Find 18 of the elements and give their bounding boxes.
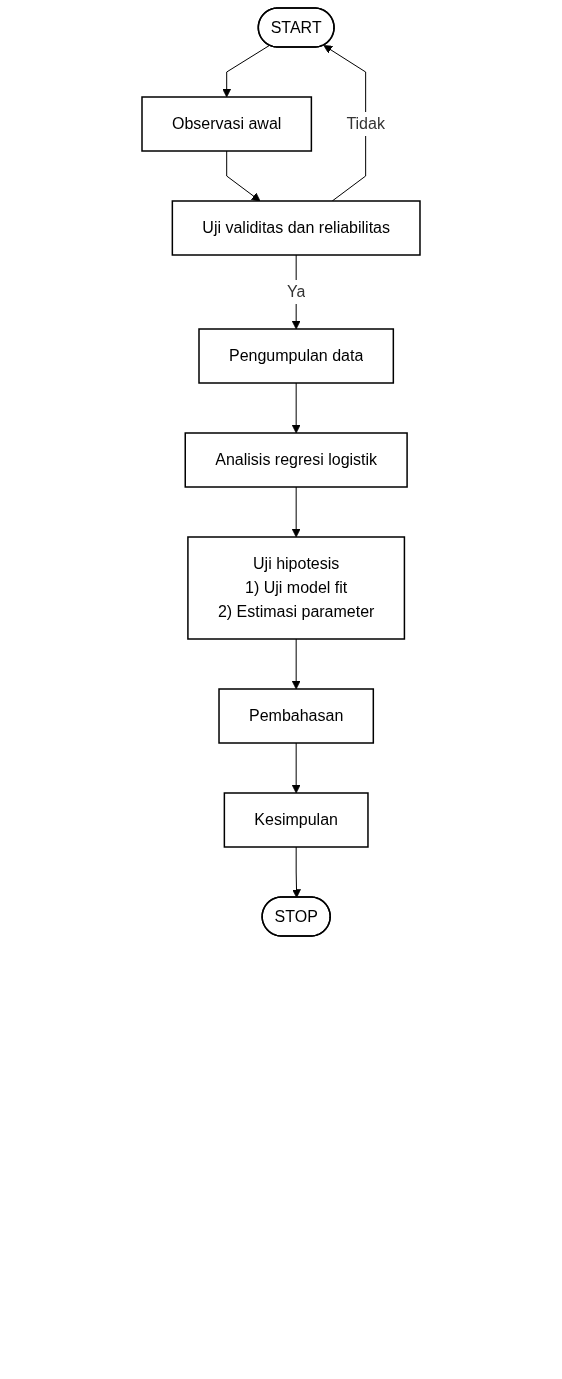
node-box: Observasi awal (141, 96, 313, 152)
node-box: Kesimpulan (223, 792, 369, 848)
arrow (291, 254, 301, 330)
node-box: Uji validitas dan reliabilitas (171, 200, 421, 256)
arrow (291, 638, 301, 690)
node-box: Pengumpulan data (198, 328, 395, 384)
edge-label: Tidak (346, 115, 385, 132)
arrow (291, 742, 301, 794)
arrow (292, 846, 301, 898)
arrow (323, 45, 367, 202)
node-box: Uji hipotesis 1) Uji model fit 2) Estimasi parameter (187, 536, 406, 640)
arrow (222, 44, 270, 98)
arrow (291, 382, 301, 434)
arrow (226, 150, 261, 202)
edge-label: Ya (286, 283, 306, 300)
node-box: Pembahasan (218, 688, 375, 744)
node-box: Analisis regresi logistik (184, 432, 408, 488)
arrow (291, 486, 301, 538)
